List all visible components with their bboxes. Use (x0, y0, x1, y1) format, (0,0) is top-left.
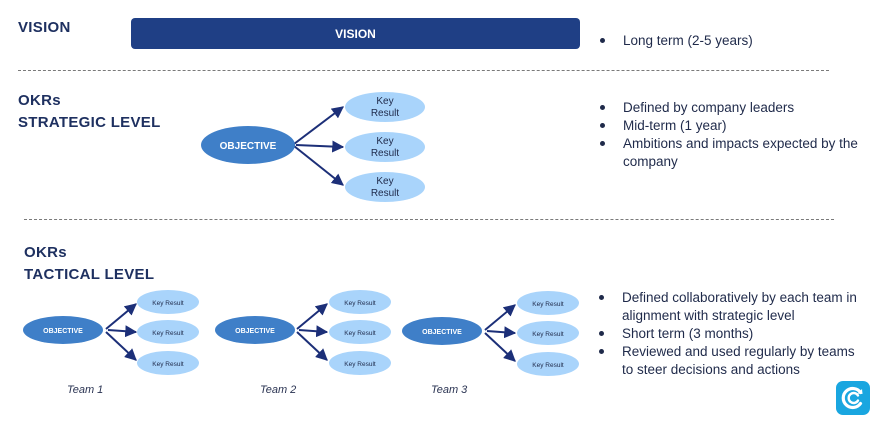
brand-logo (836, 381, 870, 415)
team-key-result (517, 291, 579, 315)
strategic-heading-line1: OKRs (18, 92, 61, 109)
team-objective-label: OBJECTIVE (422, 329, 462, 336)
team-3-label: Team 3 (431, 384, 468, 396)
key-result-label-line1: Key (376, 176, 393, 187)
team-arrow (105, 303, 137, 330)
refresh-c-logo-icon (841, 386, 863, 410)
tactical-bullets: Defined collaboratively by each team in … (596, 289, 868, 379)
team-2-diagram: OBJECTIVE Key Result Key Result Key Resu… (215, 290, 391, 375)
tactical-bullet: Reviewed and used regularly by teams to … (596, 343, 868, 379)
strategic-bullet: Ambitions and impacts expected by the co… (597, 135, 869, 171)
team-key-result (137, 351, 199, 375)
divider-top (18, 70, 829, 71)
strategic-key-result-2 (345, 132, 425, 162)
key-result-label-line2: Result (371, 148, 400, 159)
team-objective-ellipse (23, 316, 103, 344)
vision-bar-label: VISION (335, 26, 376, 41)
key-result-label-line1: Key (376, 96, 393, 107)
strategic-objective-ellipse (201, 126, 295, 164)
vision-heading: VISION (18, 19, 71, 36)
strategic-objective-label: OBJECTIVE (220, 141, 277, 152)
strategic-bullets: Defined by company leaders Mid-term (1 y… (597, 99, 869, 171)
team-key-result-label: Key Result (344, 361, 376, 368)
team-key-result-label: Key Result (532, 301, 564, 308)
team-arrow (105, 331, 137, 361)
strategic-bullet: Defined by company leaders (597, 99, 869, 117)
team-2-label: Team 2 (260, 384, 297, 396)
tactical-heading-line2: TACTICAL LEVEL (24, 266, 155, 283)
team-key-result (329, 290, 391, 314)
strategic-heading: OKRs STRATEGIC LEVEL (18, 90, 161, 134)
vision-bullets: Long term (2-5 years) (597, 32, 857, 50)
team-arrow (107, 325, 138, 338)
team-arrow (296, 331, 328, 361)
team-key-result-label: Key Result (152, 300, 184, 307)
strategic-arrow (295, 140, 345, 153)
team-arrow (484, 304, 516, 331)
tactical-bullet: Defined collaboratively by each team in … (596, 289, 868, 325)
strategic-bullet: Mid-term (1 year) (597, 117, 869, 135)
key-result-label-line2: Result (371, 188, 400, 199)
vision-bar: VISION (131, 18, 580, 49)
team-arrow (298, 325, 329, 338)
team-key-result (517, 321, 579, 345)
team-objective-ellipse (402, 317, 482, 345)
team-key-result (137, 290, 199, 314)
team-arrow (486, 326, 517, 339)
team-1-diagram: OBJECTIVE Key Result Key Result Key Resu… (23, 290, 199, 375)
key-result-label-line1: Key (376, 136, 393, 147)
divider-bottom (24, 219, 834, 220)
strategic-heading-line2: STRATEGIC LEVEL (18, 114, 161, 131)
key-result-label-line2: Result (371, 108, 400, 119)
team-key-result-label: Key Result (532, 362, 564, 369)
team-key-result (329, 320, 391, 344)
strategic-key-result-1 (345, 92, 425, 122)
team-objective-label: OBJECTIVE (235, 328, 275, 335)
tactical-heading-line1: OKRs (24, 244, 67, 261)
team-key-result (329, 351, 391, 375)
vision-bullet: Long term (2-5 years) (597, 32, 857, 50)
strategic-diagram: OBJECTIVE Key Result Key Result Key Resu… (201, 92, 425, 202)
strategic-arrow (293, 145, 344, 186)
team-objective-label: OBJECTIVE (43, 328, 83, 335)
tactical-heading: OKRs TACTICAL LEVEL (24, 242, 154, 286)
team-key-result (137, 320, 199, 344)
strategic-key-result-3 (345, 172, 425, 202)
team-arrow (296, 303, 328, 330)
team-arrow (484, 332, 516, 362)
team-key-result (517, 352, 579, 376)
team-objective-ellipse (215, 316, 295, 344)
team-key-result-label: Key Result (152, 330, 184, 337)
team-1-label: Team 1 (67, 384, 104, 396)
team-key-result-label: Key Result (344, 300, 376, 307)
strategic-arrow (293, 106, 344, 145)
team-key-result-label: Key Result (344, 330, 376, 337)
team-3-diagram: OBJECTIVE Key Result Key Result Key Resu… (402, 291, 579, 376)
team-key-result-label: Key Result (152, 361, 184, 368)
team-key-result-label: Key Result (532, 331, 564, 338)
tactical-bullet: Short term (3 months) (596, 325, 868, 343)
